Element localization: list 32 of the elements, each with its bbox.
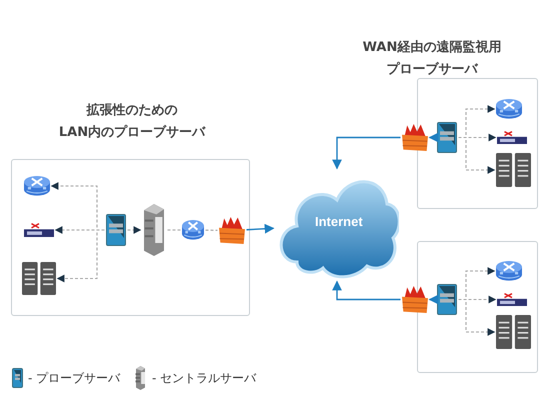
router-icon — [24, 176, 50, 196]
connector-arrow — [458, 136, 496, 174]
router-icon — [182, 220, 204, 240]
group-frame — [417, 241, 538, 373]
server-rack-icon — [496, 315, 531, 349]
connector-arrow — [428, 132, 438, 142]
network-switch-icon — [497, 131, 527, 144]
connector-arrow — [428, 294, 438, 304]
network-switch-icon — [497, 293, 527, 306]
connector-arrow — [128, 226, 142, 234]
tower-server-icon — [142, 204, 166, 256]
server-rack-icon — [496, 153, 531, 187]
firewall-icon — [402, 286, 428, 313]
server-rack-icon — [22, 262, 56, 295]
network-switch-icon — [24, 223, 54, 237]
group-heading: 拡張性のための LAN内のプローブサーバ — [58, 102, 207, 142]
connector-arrow — [246, 224, 274, 234]
connector-arrow — [56, 229, 104, 282]
legend-label: - プローブサーバ — [28, 370, 120, 387]
probe-server-icon — [106, 214, 126, 246]
firewall-icon — [402, 124, 428, 151]
connector-arrow — [458, 298, 496, 336]
cloud-label: Internet — [315, 214, 363, 229]
legend-label: - セントラルサーバ — [152, 370, 256, 387]
connector-arrow — [332, 280, 400, 300]
router-icon — [496, 261, 522, 281]
probe-server-icon — [437, 284, 457, 315]
probe-server-icon — [437, 122, 457, 153]
firewall-icon — [219, 217, 245, 244]
group-heading: WAN経由の遠隔監視用プローブサーバ — [362, 38, 502, 79]
connector-arrow — [332, 136, 400, 170]
router-icon — [496, 99, 522, 119]
